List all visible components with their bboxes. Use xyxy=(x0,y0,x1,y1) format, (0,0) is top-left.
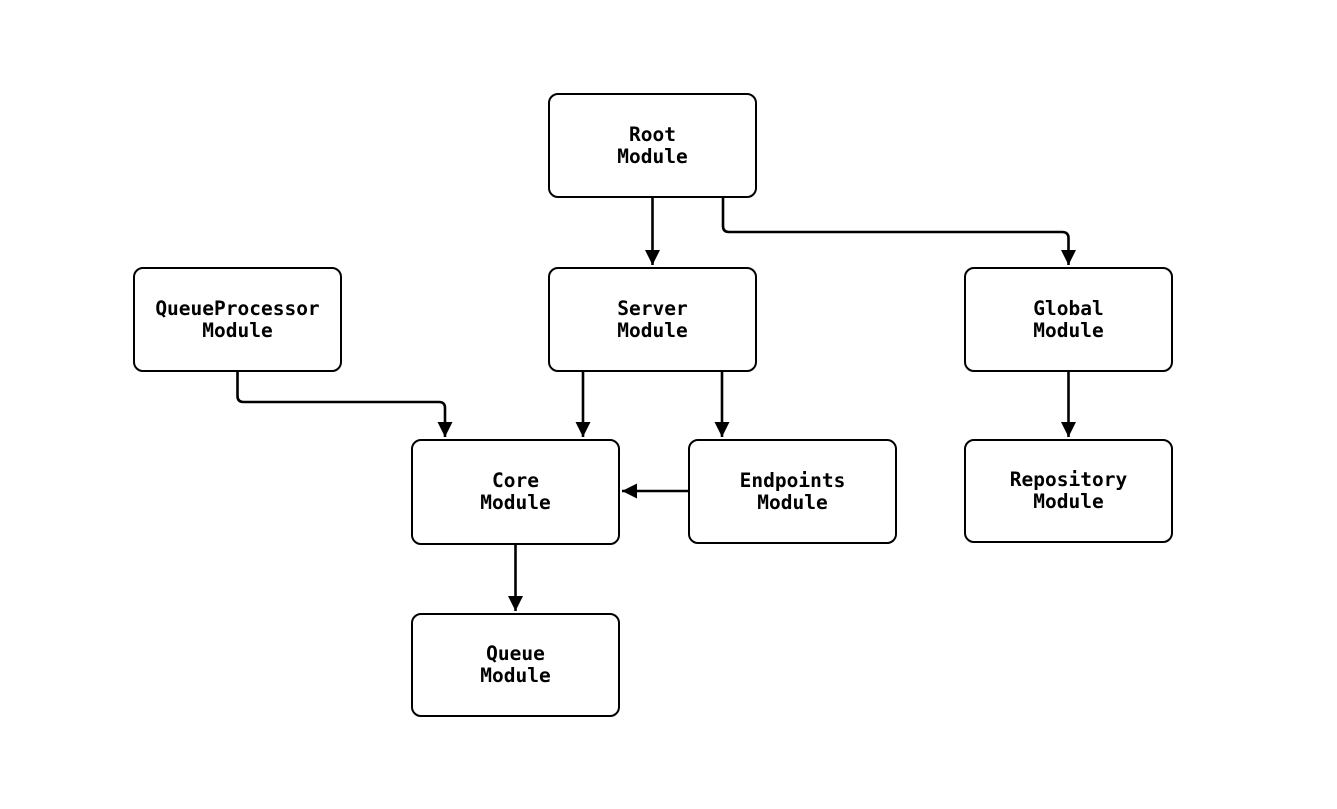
node-server-module: Server Module xyxy=(548,267,757,372)
node-root-module-label: Root Module xyxy=(617,122,688,168)
node-repository-module: Repository Module xyxy=(964,439,1173,543)
node-global-module: Global Module xyxy=(964,267,1173,372)
node-server-module-label: Server Module xyxy=(617,296,688,342)
node-endpoints-module-label: Endpoints Module xyxy=(739,468,846,514)
edge-queueprocessor-to-core xyxy=(236,372,453,437)
node-root-module: Root Module xyxy=(548,93,757,198)
node-queueprocessor-module-label: QueueProcessor Module xyxy=(155,296,320,342)
node-queueprocessor-module: QueueProcessor Module xyxy=(133,267,342,372)
node-endpoints-module: Endpoints Module xyxy=(688,439,897,544)
node-global-module-label: Global Module xyxy=(1033,296,1104,342)
edge-root-to-global xyxy=(721,198,1076,265)
node-repository-module-label: Repository Module xyxy=(1009,468,1128,513)
node-queue-module: Queue Module xyxy=(411,613,620,717)
node-queue-module-label: Queue Module xyxy=(480,642,551,687)
node-core-module-label: Core Module xyxy=(480,469,551,514)
node-core-module: Core Module xyxy=(411,439,620,545)
